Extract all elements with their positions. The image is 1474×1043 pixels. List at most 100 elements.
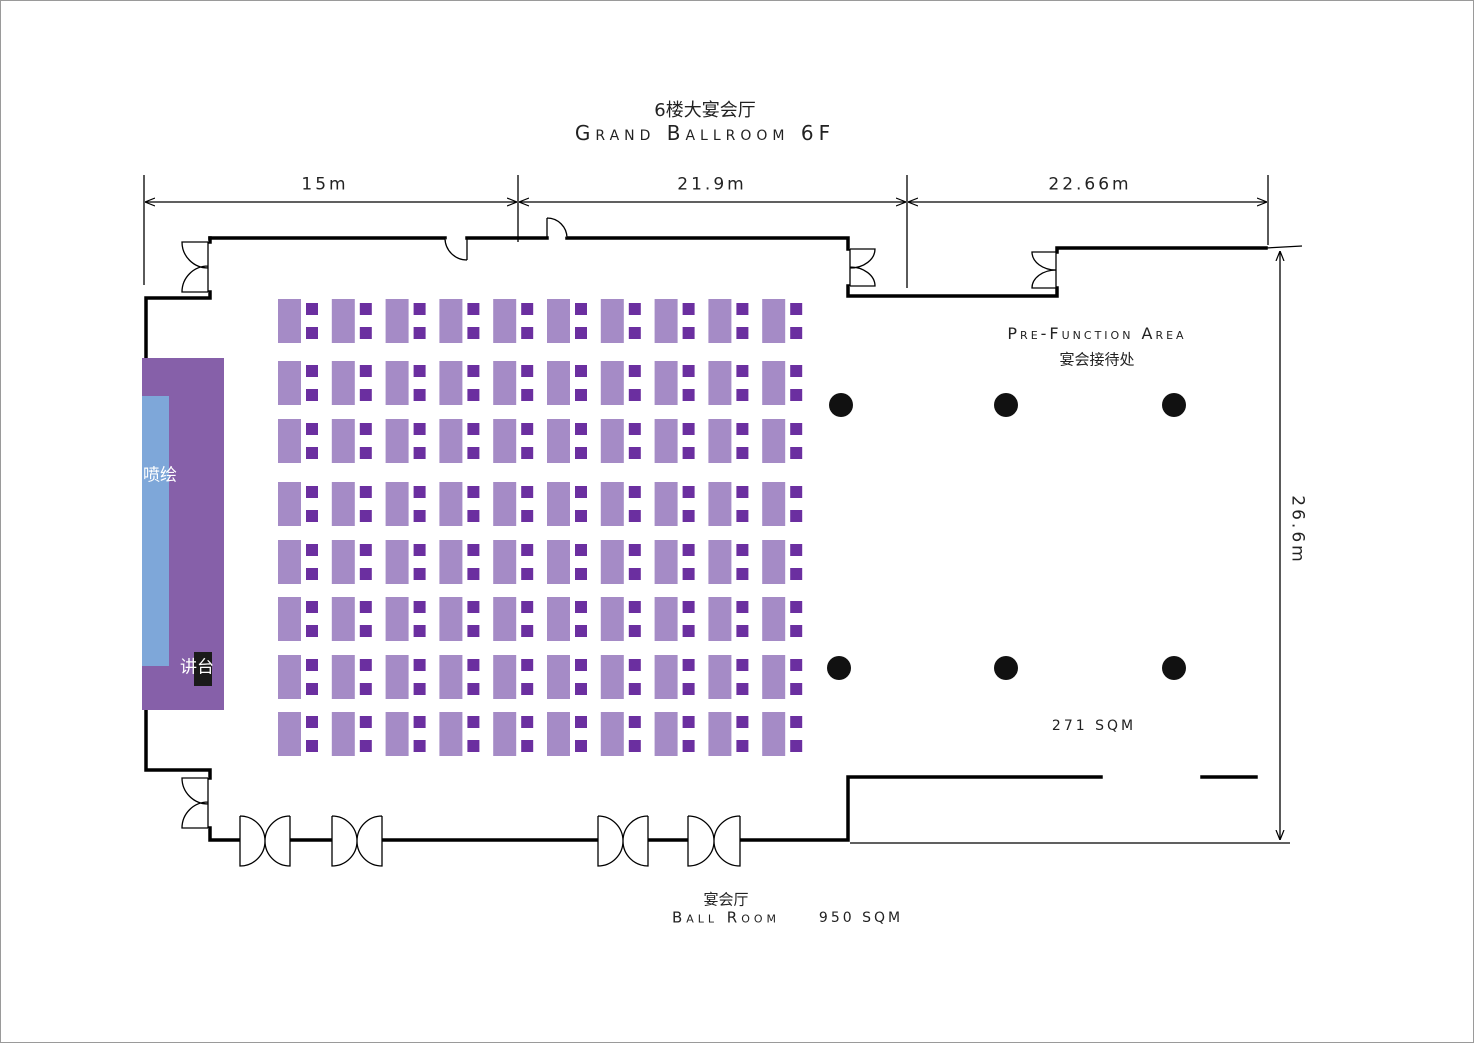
table bbox=[762, 540, 786, 584]
table bbox=[493, 419, 517, 463]
chair bbox=[736, 740, 749, 752]
chair bbox=[413, 740, 426, 752]
chair bbox=[628, 544, 641, 556]
chair bbox=[790, 303, 803, 315]
chair bbox=[413, 303, 426, 315]
chair bbox=[413, 447, 426, 459]
table bbox=[654, 419, 678, 463]
chair bbox=[306, 740, 318, 752]
chair bbox=[521, 740, 534, 752]
table bbox=[547, 419, 570, 463]
double-door bbox=[687, 815, 741, 867]
table bbox=[654, 540, 678, 584]
table bbox=[385, 419, 409, 463]
table bbox=[385, 482, 409, 526]
chair bbox=[790, 625, 803, 637]
chair bbox=[359, 544, 372, 556]
chair bbox=[575, 327, 587, 339]
chair bbox=[790, 447, 803, 459]
table bbox=[331, 712, 355, 756]
dimension-label-width-3: 22.66m bbox=[1048, 174, 1132, 195]
chair bbox=[682, 544, 695, 556]
chair bbox=[682, 740, 695, 752]
chair bbox=[790, 544, 803, 556]
ballroom-area-size: 950 SQM bbox=[818, 910, 904, 926]
table bbox=[493, 712, 517, 756]
chair bbox=[682, 568, 695, 580]
table bbox=[600, 361, 624, 405]
chair bbox=[736, 303, 749, 315]
chair bbox=[467, 659, 480, 671]
backdrop-panel bbox=[142, 396, 169, 666]
chair bbox=[467, 716, 480, 728]
chair bbox=[413, 327, 426, 339]
chair bbox=[359, 659, 372, 671]
wall-bottom bbox=[288, 775, 1258, 842]
chair bbox=[467, 389, 480, 401]
chair bbox=[628, 303, 641, 315]
chair bbox=[359, 365, 372, 377]
chair bbox=[790, 486, 803, 498]
table bbox=[708, 482, 732, 526]
table bbox=[708, 540, 732, 584]
pre-function-area-name-cn: 宴会接待处 bbox=[1059, 350, 1135, 369]
chair bbox=[467, 625, 480, 637]
table bbox=[547, 299, 570, 343]
table bbox=[385, 540, 409, 584]
chair bbox=[306, 683, 318, 695]
chair bbox=[575, 625, 587, 637]
chair bbox=[736, 486, 749, 498]
table bbox=[654, 655, 678, 699]
chair bbox=[467, 601, 480, 613]
chair bbox=[575, 544, 587, 556]
chair bbox=[467, 423, 480, 435]
chair bbox=[306, 447, 318, 459]
dimension-label-depth: 26.6m bbox=[1287, 495, 1308, 565]
double-door bbox=[849, 248, 876, 287]
chair bbox=[575, 510, 587, 522]
table bbox=[439, 540, 463, 584]
chair bbox=[521, 510, 534, 522]
table bbox=[708, 712, 732, 756]
table bbox=[547, 540, 570, 584]
chair bbox=[790, 716, 803, 728]
table bbox=[331, 482, 355, 526]
table bbox=[547, 482, 570, 526]
table bbox=[600, 540, 624, 584]
chair bbox=[736, 423, 749, 435]
chair bbox=[521, 683, 534, 695]
table bbox=[708, 655, 732, 699]
table bbox=[547, 655, 570, 699]
chair bbox=[521, 327, 534, 339]
wall-left bbox=[144, 236, 242, 842]
chair bbox=[736, 683, 749, 695]
chair bbox=[413, 716, 426, 728]
chair bbox=[306, 601, 318, 613]
chair bbox=[467, 327, 480, 339]
table bbox=[385, 597, 409, 641]
chair bbox=[306, 486, 318, 498]
chair bbox=[628, 510, 641, 522]
chair bbox=[359, 568, 372, 580]
chair bbox=[682, 486, 695, 498]
chair bbox=[628, 625, 641, 637]
chair bbox=[790, 423, 803, 435]
chair bbox=[521, 659, 534, 671]
table bbox=[762, 419, 786, 463]
table bbox=[654, 712, 678, 756]
chair bbox=[575, 659, 587, 671]
double-door bbox=[239, 815, 291, 867]
chair bbox=[306, 423, 318, 435]
chair bbox=[682, 659, 695, 671]
chair bbox=[413, 683, 426, 695]
double-door bbox=[1031, 251, 1057, 289]
chair bbox=[628, 716, 641, 728]
chair bbox=[359, 389, 372, 401]
chair bbox=[575, 365, 587, 377]
pillar bbox=[994, 393, 1018, 417]
chair bbox=[467, 544, 480, 556]
table bbox=[278, 299, 301, 343]
chair bbox=[575, 683, 587, 695]
